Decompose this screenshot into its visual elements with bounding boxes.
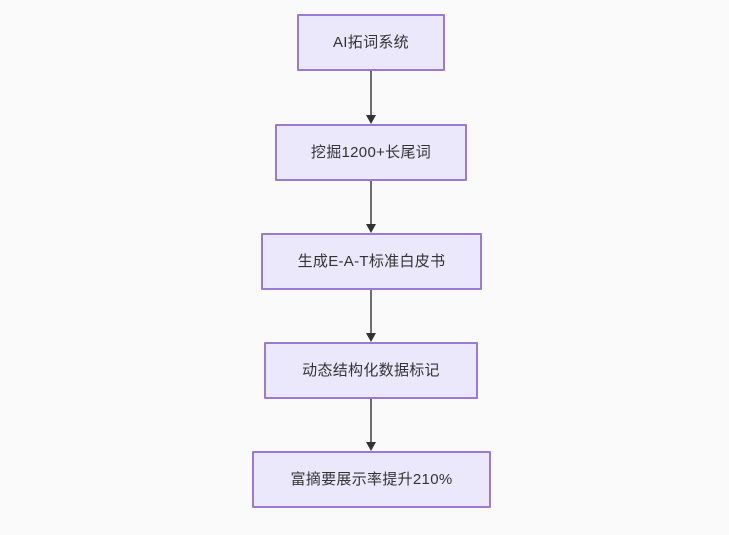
flow-node-label: 生成E-A-T标准白皮书: [297, 252, 446, 270]
flow-node-n3[interactable]: 生成E-A-T标准白皮书: [261, 233, 482, 290]
flow-node-n4[interactable]: 动态结构化数据标记: [264, 342, 478, 399]
flow-node-n1[interactable]: AI拓词系统: [297, 14, 445, 71]
flow-connector-arrow: [363, 290, 379, 342]
flow-node-label: 挖掘1200+长尾词: [310, 143, 432, 161]
flow-node-label: AI拓词系统: [333, 33, 409, 51]
flow-connector-arrow: [363, 181, 379, 233]
flow-node-n5[interactable]: 富摘要展示率提升210%: [252, 451, 491, 508]
flow-node-label: 动态结构化数据标记: [302, 361, 440, 379]
flow-node-n2[interactable]: 挖掘1200+长尾词: [275, 124, 467, 181]
flow-connector-arrow: [363, 71, 379, 124]
flow-connector-arrow: [363, 399, 379, 451]
flow-node-label: 富摘要展示率提升210%: [290, 470, 453, 488]
